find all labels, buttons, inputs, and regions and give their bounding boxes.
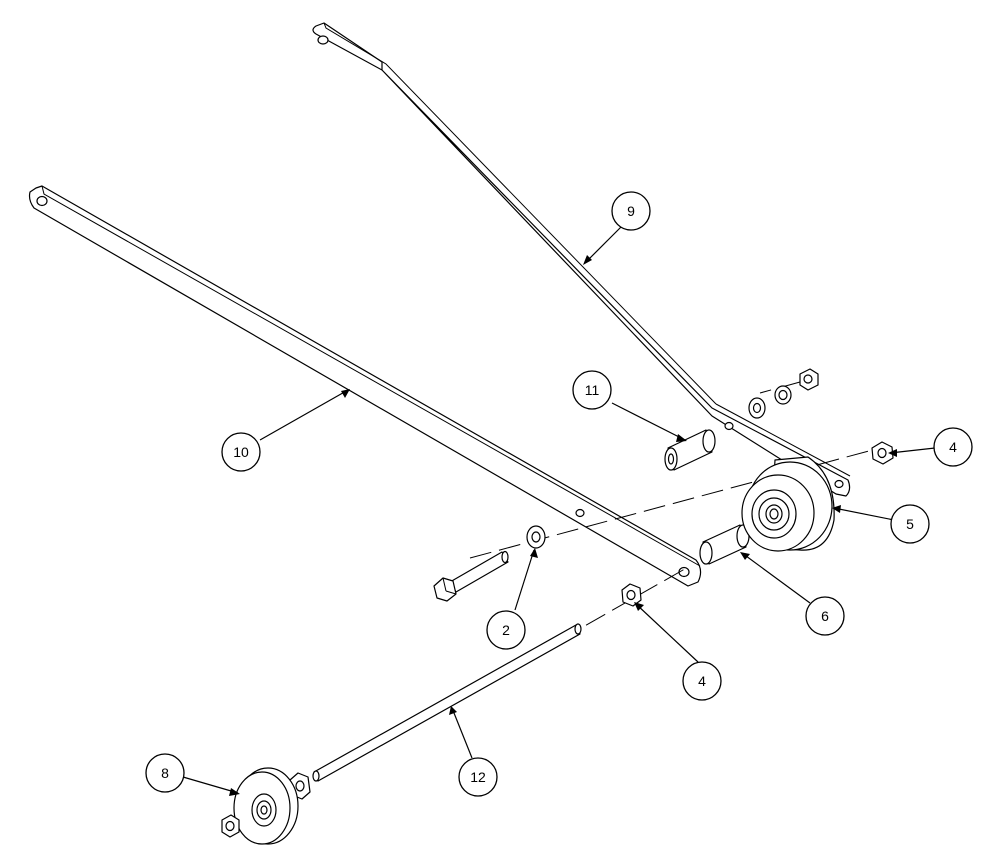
nut-upper — [799, 368, 819, 391]
balloon-2-label: 2 — [502, 622, 510, 638]
nut-part-4-lower — [621, 583, 642, 607]
balloon-9-label: 9 — [627, 203, 635, 219]
balloon-12: 12 — [458, 757, 498, 797]
upper-arm-part-9 — [312, 22, 851, 497]
leader-9 — [583, 225, 623, 265]
pulley-part-8 — [233, 767, 299, 845]
leader-10 — [259, 389, 350, 441]
balloon-8: 8 — [145, 753, 185, 793]
washer-part-2 — [526, 525, 546, 549]
leader-2 — [514, 548, 538, 611]
nut-part-4-upper — [871, 441, 894, 465]
balloon-2: 2 — [486, 610, 526, 650]
spacer-tube-part-6 — [699, 524, 750, 565]
axle-rod-part-12 — [312, 623, 582, 782]
balloon-10-label: 10 — [233, 444, 249, 460]
balloon-6-label: 6 — [821, 608, 829, 624]
balloon-11-label: 11 — [585, 382, 600, 398]
balloon-10: 10 — [221, 432, 261, 472]
hex-bolt — [433, 550, 509, 602]
balloon-9: 9 — [611, 191, 651, 231]
leader-12 — [449, 706, 473, 759]
leader-11 — [611, 402, 687, 442]
wheel-part-5 — [741, 456, 835, 552]
balloon-4-upper-label: 4 — [949, 439, 957, 455]
lower-arm-part-10 — [28, 185, 702, 587]
washer-upper-1 — [748, 397, 766, 419]
balloon-4-upper: 4 — [933, 427, 973, 467]
leader-4-upper — [888, 447, 936, 457]
balloon-12-label: 12 — [470, 769, 486, 785]
leader-6 — [740, 552, 811, 604]
balloon-6: 6 — [805, 596, 845, 636]
balloon-5-label: 5 — [906, 516, 914, 532]
balloon-4-lower-label: 4 — [698, 673, 706, 689]
lock-washer-upper — [774, 385, 792, 405]
leader-5 — [832, 505, 895, 521]
leader-8 — [182, 776, 240, 796]
spacer-tube-part-11 — [664, 429, 716, 471]
leader-4-lower — [634, 602, 699, 663]
balloon-5: 5 — [890, 504, 930, 544]
balloon-4-lower: 4 — [682, 661, 722, 701]
balloon-11: 11 — [572, 370, 612, 410]
nut-lower-left — [221, 814, 240, 838]
balloon-8-label: 8 — [161, 765, 169, 781]
